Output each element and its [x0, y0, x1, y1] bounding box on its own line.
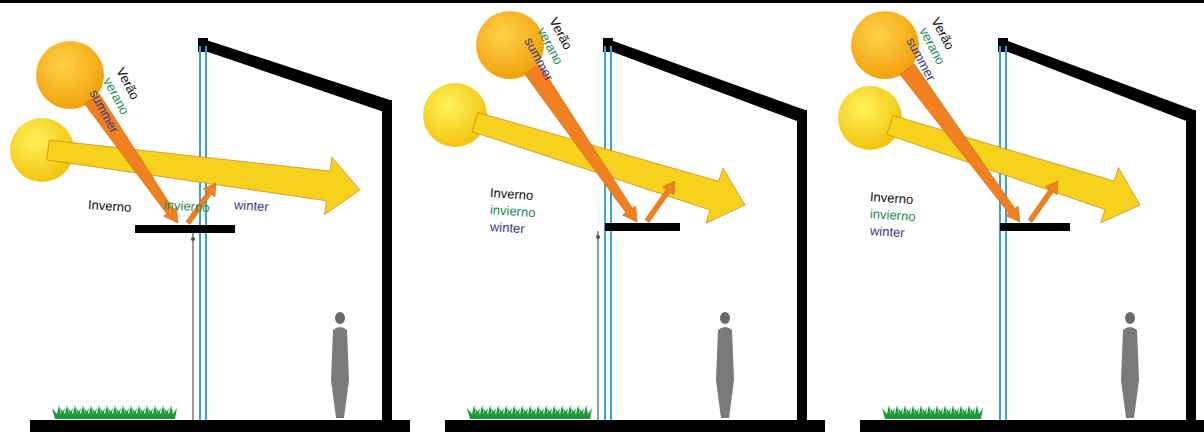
season-label: invierno — [870, 207, 916, 223]
winter-ray-arrow — [472, 112, 745, 223]
grass-tuft — [164, 405, 177, 419]
window-glass — [610, 46, 612, 420]
season-label: invierno — [164, 198, 210, 214]
grass-tuft — [579, 405, 592, 419]
grass-tuft — [970, 405, 983, 419]
roof — [200, 38, 390, 114]
window-glass — [999, 46, 1001, 420]
reflected-ray-arrow — [645, 181, 675, 222]
season-label: winter — [870, 224, 906, 239]
person-head — [720, 312, 730, 324]
person-head — [335, 312, 345, 324]
pole-joint — [191, 237, 195, 241]
shading-overhang — [1000, 223, 1070, 231]
season-label: Inverno — [490, 186, 534, 202]
back-wall — [797, 110, 807, 432]
shading-overhang — [135, 225, 235, 233]
support-pole — [192, 233, 193, 420]
summer-ray-arrow — [900, 64, 1020, 222]
window-glass — [1005, 46, 1007, 420]
shading-overhang — [605, 223, 680, 231]
person-silhouette — [331, 327, 349, 418]
support-pole — [597, 231, 598, 420]
season-label: Inverno — [88, 198, 132, 214]
season-label: Inverno — [870, 190, 914, 206]
roof — [605, 38, 805, 124]
person-head — [1125, 312, 1135, 324]
season-label: winter — [490, 220, 526, 235]
back-wall — [1186, 110, 1196, 432]
floor-slab — [30, 420, 410, 432]
reflected-ray-arrow — [1028, 181, 1058, 222]
season-label: invierno — [490, 203, 536, 219]
person-silhouette — [716, 327, 734, 418]
season-label: winter — [234, 198, 270, 213]
pole-joint — [596, 235, 600, 239]
winter-ray-arrow — [47, 140, 360, 215]
roof — [1000, 38, 1194, 124]
floor-slab — [445, 420, 825, 432]
back-wall — [382, 100, 392, 422]
summer-ray-arrow — [525, 64, 637, 222]
person-silhouette — [1121, 327, 1139, 418]
window-glass — [604, 46, 606, 420]
floor-slab — [860, 420, 1204, 432]
